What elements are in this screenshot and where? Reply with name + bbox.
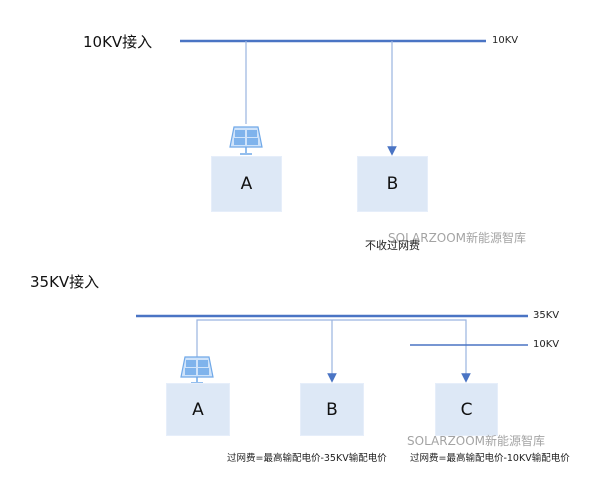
node-box-a: A <box>211 156 282 212</box>
node-box-b-35kv: B <box>300 383 364 436</box>
bus-label-10kv-bottom: 10KV <box>533 339 560 350</box>
node-box-c-35kv: C <box>435 383 498 436</box>
note-fee-35kv: 过网费=最高输配电价-35KV输配电价 <box>227 453 387 464</box>
node-box-b: B <box>357 156 428 212</box>
note-fee-10kv: 过网费=最高输配电价-10KV输配电价 <box>410 453 570 464</box>
node-box-a-35kv: A <box>166 383 230 436</box>
solar-panel-icon <box>180 356 214 384</box>
note-no-transit-fee: 不收过网费 <box>365 239 420 252</box>
solar-panel-icon <box>229 126 263 155</box>
watermark-text: SOLARZOOM新能源智库 <box>388 231 527 245</box>
bus-label-35kv: 35KV <box>533 310 560 321</box>
watermark-text-bottom: SOLARZOOM新能源智库 <box>407 434 546 448</box>
section-title-10kv: 10KV接入 <box>83 33 153 51</box>
section-title-35kv: 35KV接入 <box>30 273 100 291</box>
bus-label-10kv: 10KV <box>492 35 519 46</box>
